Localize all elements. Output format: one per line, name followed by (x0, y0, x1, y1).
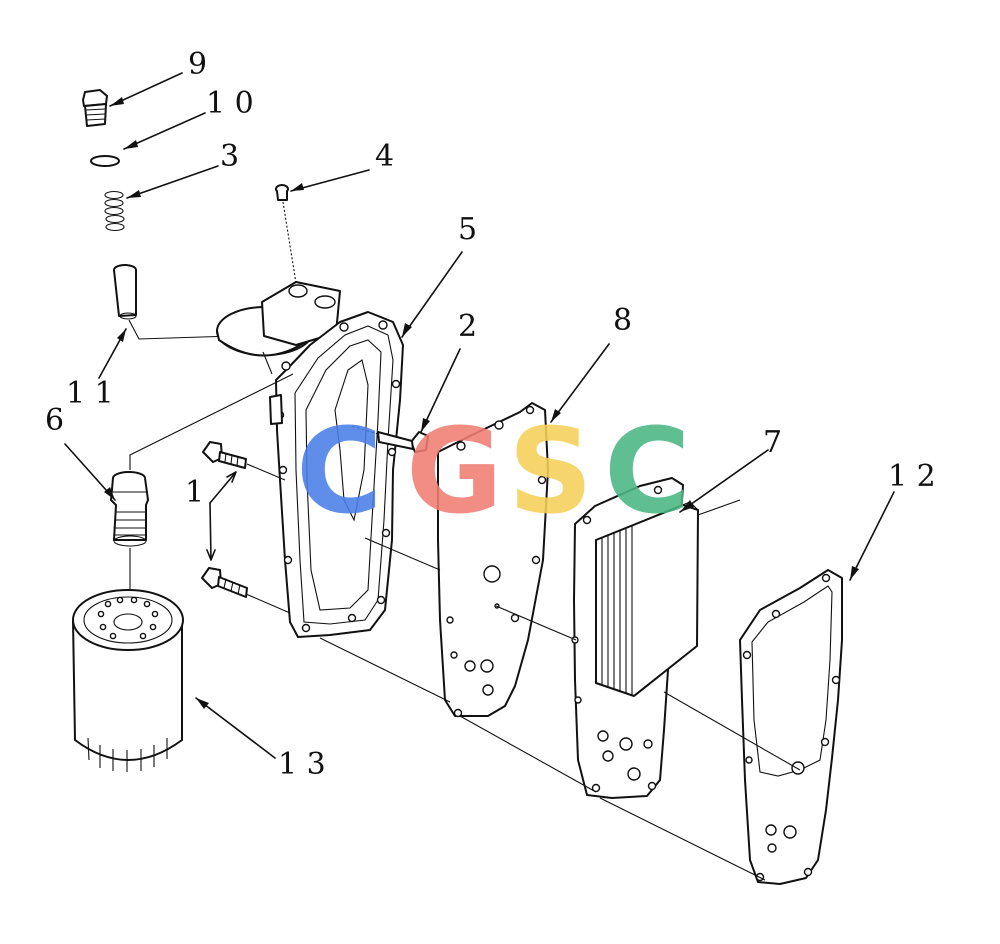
callout-4: 4 (375, 139, 394, 174)
callout-1: 1 (185, 475, 204, 510)
watermark-logo: C G S C (296, 402, 691, 540)
callout-5: 5 (458, 212, 477, 247)
callout-11: 1 1 (66, 376, 114, 411)
callout-13: 1 3 (278, 747, 326, 782)
part-gasket-8 (437, 402, 549, 718)
callout-10: 1 0 (206, 86, 254, 121)
callout-9: 9 (188, 47, 207, 82)
callout-8: 8 (613, 303, 632, 338)
part-gasket-12 (739, 569, 843, 885)
callout-arrows (64, 72, 895, 759)
callout-labels: 9 1 0 3 4 5 2 8 7 1 2 1 1 6 1 1 3 (45, 47, 936, 782)
part-bolt-1b (201, 567, 248, 598)
part-housing-5 (216, 281, 404, 638)
callout-3: 3 (220, 139, 239, 174)
watermark-letter-3: S (508, 402, 593, 540)
assembly-lines (245, 499, 801, 881)
part-cooler-7 (571, 477, 699, 799)
part-bolt-1a (202, 441, 247, 469)
part-valve-11 (113, 264, 137, 320)
part-spring-3 (104, 190, 125, 232)
callout-7: 7 (763, 425, 782, 460)
callout-12: 1 2 (888, 459, 936, 494)
watermark-letter-2: G (406, 402, 503, 540)
part-plug-9 (82, 89, 108, 127)
part-oring-10 (90, 155, 120, 167)
part-filter-13 (72, 589, 184, 772)
part-nipple-6 (110, 471, 149, 547)
callout-6: 6 (45, 403, 64, 438)
watermark-letter-1: C (296, 402, 383, 540)
watermark-letter-4: C (604, 402, 691, 540)
part-plug-4 (275, 184, 289, 201)
part-screw-2 (377, 431, 429, 453)
callout-2: 2 (458, 309, 477, 344)
